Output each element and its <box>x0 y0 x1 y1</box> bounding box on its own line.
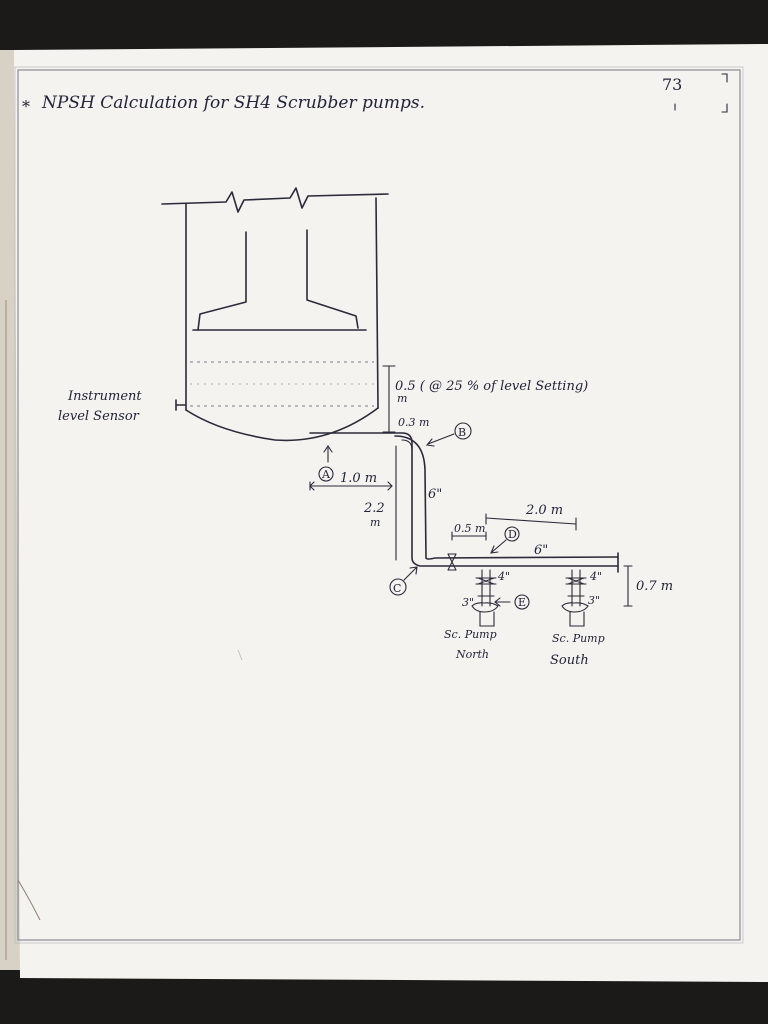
thread-mark <box>17 879 41 921</box>
north-riser <box>481 569 491 607</box>
point-b-label: B <box>458 426 466 439</box>
north-4in-label: 4" <box>497 570 510 583</box>
north-pump-branch <box>471 569 499 627</box>
south-riser <box>571 569 581 607</box>
level-dim-label: 0.5 ( @ 25 % of level Setting) <box>395 379 588 394</box>
pipe-inner <box>394 435 619 560</box>
page-number: 73 <box>662 75 682 94</box>
tank-bottom <box>185 407 379 442</box>
level-sensor-nozzle <box>175 399 187 411</box>
dim-10-label: 1.0 m <box>340 471 377 486</box>
point-d-circle <box>504 526 520 542</box>
point-d-arrow <box>490 539 507 554</box>
suction-pipe <box>309 432 619 573</box>
pipe-vertical-size: 6" <box>428 487 442 502</box>
stray-mark <box>237 649 243 661</box>
tank-break-line <box>161 187 389 213</box>
dim-07-label: 0.7 m <box>636 579 673 594</box>
north-valve-icon <box>475 577 497 585</box>
south-pump-branch <box>561 569 589 627</box>
scrubber-tank <box>161 187 389 442</box>
point-a-arrow <box>323 445 333 463</box>
pump-north-label-line1: Sc. Pump <box>444 628 497 641</box>
point-d-label: D <box>508 528 517 541</box>
pump-south-label-line2: South <box>550 653 589 668</box>
sensor-label-line1: Instrument <box>67 389 142 404</box>
point-a-circle <box>318 466 334 482</box>
corner-mark-top <box>721 73 728 83</box>
north-3in-label: 3" <box>462 596 474 609</box>
dim-10-line <box>309 481 393 491</box>
north-pump-icon <box>471 602 499 613</box>
baffle-left <box>197 231 247 331</box>
page-border <box>17 69 741 941</box>
point-c-circle <box>389 578 407 596</box>
south-pump-icon <box>561 602 589 613</box>
point-e-circle <box>514 594 530 610</box>
dim-05-label: 0.5 m <box>454 522 485 535</box>
corner-mark-bottom <box>721 103 728 113</box>
point-e-label: E <box>518 596 526 609</box>
paper-sheet <box>14 44 768 982</box>
dim-20-label: 2.0 m <box>525 503 563 518</box>
point-c-arrow <box>403 566 418 581</box>
dim-20-line <box>485 513 577 531</box>
pipe-horizontal-size: 6" <box>534 543 548 558</box>
dim-05-line <box>451 531 487 541</box>
tank-right-wall <box>375 197 379 409</box>
point-a-label: A <box>321 468 331 481</box>
point-c-label: C <box>393 582 401 595</box>
pump-north-label-line2: North <box>455 648 489 661</box>
south-valve-icon <box>565 577 587 585</box>
dim-22-unit: m <box>370 516 380 529</box>
sensor-label-line2: level Sensor <box>58 409 140 424</box>
level-dim-line <box>382 365 396 433</box>
title-star-icon: * <box>22 97 30 116</box>
page-title: NPSH Calculation for SH4 Scrubber pumps. <box>41 93 425 113</box>
point-b-arrow <box>425 433 455 447</box>
dim-03-label: 0.3 m <box>398 416 429 429</box>
point-b-circle <box>454 422 472 440</box>
suction-valve-icon <box>447 553 457 571</box>
dim-22-label: 2.2 <box>363 501 385 516</box>
level-dim-unit: m <box>397 392 407 405</box>
baffle-right <box>306 229 359 329</box>
pipe-outer <box>309 432 619 567</box>
page-border-outer <box>14 66 744 944</box>
pump-south-label-line1: Sc. Pump <box>552 632 605 645</box>
south-4in-label: 4" <box>589 570 602 583</box>
dim-07-line <box>623 565 633 607</box>
south-3in-label: 3" <box>588 594 600 607</box>
point-e-arrow <box>494 597 511 607</box>
